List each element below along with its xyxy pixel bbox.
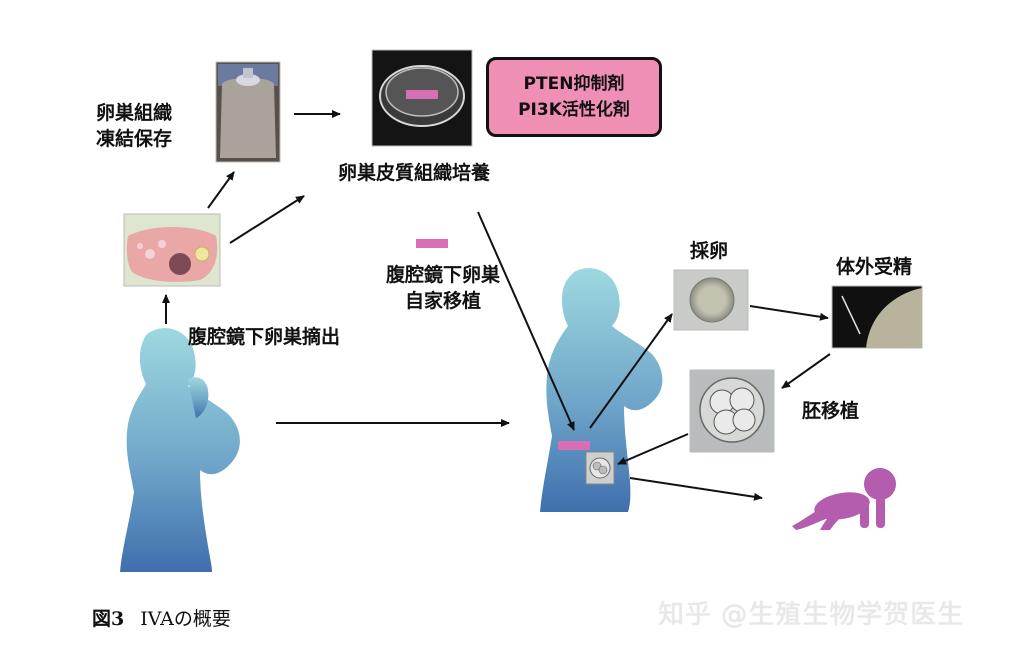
ovary-section-photo: [123, 213, 221, 287]
woman-silhouette-left: [120, 328, 240, 572]
petri-dish-photo: [371, 49, 473, 147]
label-laparoscopic-removal: 腹腔鏡下卵巣摘出: [188, 326, 341, 348]
label-ovary-freeze-line2: 凍結保存: [96, 128, 173, 150]
woman-silhouette-right: [540, 268, 663, 512]
arrow-body-to-baby: [629, 477, 763, 501]
label-ovary-freeze-line1: 卵巣組織: [96, 102, 173, 124]
arrow-ovary-to-culture: [229, 195, 305, 244]
cryo-tank-photo: [215, 61, 281, 163]
arrow-embryo-to-body: [617, 433, 689, 465]
label-cortex-culture: 卵巣皮質組織培養: [338, 162, 491, 184]
flow-arrows: [162, 110, 831, 501]
figure-number: 図3: [92, 608, 125, 630]
arrow-ivf-to-embryo: [781, 353, 831, 389]
tissue-strip: [416, 239, 448, 248]
drug-pi3k-activator: PI3K活性化剤: [518, 100, 630, 120]
label-egg-retrieval: 採卵: [690, 240, 729, 262]
embryo-small-photo: [585, 451, 615, 485]
label-embryo-transfer: 胚移植: [802, 400, 860, 422]
baby-icon: [792, 468, 896, 530]
arrow-culture-to-transplant: [477, 211, 575, 431]
arrow-body-to-oocyte: [589, 313, 673, 429]
drug-pten-inhibitor: PTEN抑制剤: [523, 74, 625, 94]
tissue-strip-implanted: [558, 441, 590, 450]
arrow-ovary-to-tank: [207, 171, 235, 209]
oocyte-photo: [673, 269, 749, 331]
label-ovary-freeze: 卵巣組織 凍結保存: [96, 100, 172, 152]
arrow-oocyte-to-ivf: [749, 305, 829, 321]
label-autotransplant-line1: 腹腔鏡下卵巣: [385, 264, 500, 286]
label-autotransplant: 腹腔鏡下卵巣 自家移植: [374, 262, 512, 314]
embryo-photo: [689, 369, 775, 453]
figure-title: IVAの概要: [140, 608, 231, 630]
figure-caption: 図3 IVAの概要: [92, 604, 231, 631]
label-autotransplant-line2: 自家移植: [404, 290, 481, 312]
watermark: 知乎 @生殖生物学贺医生: [658, 600, 965, 630]
drug-box: PTEN抑制剤 PI3K活性化剤: [486, 57, 662, 137]
ivf-photo: [831, 285, 923, 349]
label-ivf: 体外受精: [836, 256, 913, 278]
